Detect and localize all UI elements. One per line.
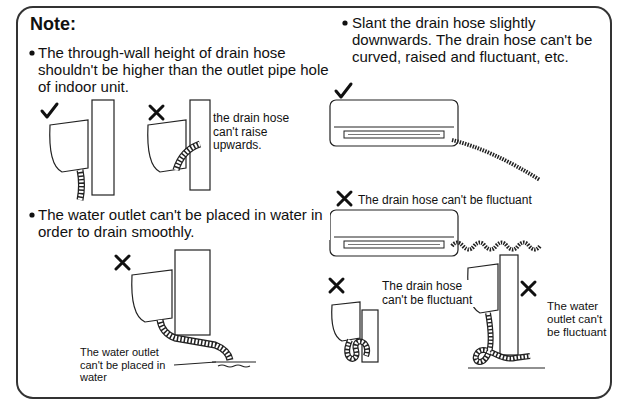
cross-mark [338, 192, 351, 205]
indoor-unit [332, 302, 360, 341]
bullet [342, 20, 347, 25]
bullet [29, 212, 34, 217]
note-title: Note: [30, 13, 76, 35]
ground-line [468, 367, 545, 368]
wall [500, 255, 518, 355]
drain-hose [476, 313, 530, 362]
cross-mark [330, 279, 343, 292]
leader-line [174, 362, 216, 365]
drain-hose [176, 144, 200, 170]
note-panel [17, 7, 611, 398]
drain-hose [476, 313, 530, 362]
drain-hose [80, 170, 82, 200]
callout-text: The water outlet can't be placed in wate… [80, 346, 172, 384]
check-mark [336, 84, 351, 97]
note-text: Slant the drain hose slightly downwards.… [352, 14, 606, 65]
cross-mark [116, 256, 129, 269]
drain-hose [452, 243, 540, 250]
check-mark [42, 104, 57, 117]
water [212, 362, 256, 367]
wall [175, 250, 210, 335]
indoor-unit [330, 210, 458, 256]
callout-text: the drain hose can't raise upwards. [213, 112, 295, 153]
bullet [29, 50, 34, 55]
note-text: The water outlet can't be placed in wate… [38, 206, 330, 240]
wall [92, 100, 114, 195]
drain-hose [347, 340, 367, 359]
drain-hose [452, 140, 540, 180]
drain-hose [176, 144, 200, 170]
callout-text: The drain hose can't be fluctuant [358, 193, 558, 207]
callout-text: The water outlet can't be fluctuant [547, 300, 609, 339]
indoor-unit [330, 100, 458, 146]
cross-mark [522, 282, 535, 295]
drain-hose [80, 170, 82, 200]
indoor-unit [50, 120, 88, 172]
callout-text: The drain hose can't be fluctuant [382, 280, 482, 307]
indoor-unit [132, 270, 172, 322]
drain-hose [347, 340, 367, 359]
note-text: The through-wall height of drain hose sh… [38, 44, 330, 95]
cross-mark [150, 106, 163, 119]
